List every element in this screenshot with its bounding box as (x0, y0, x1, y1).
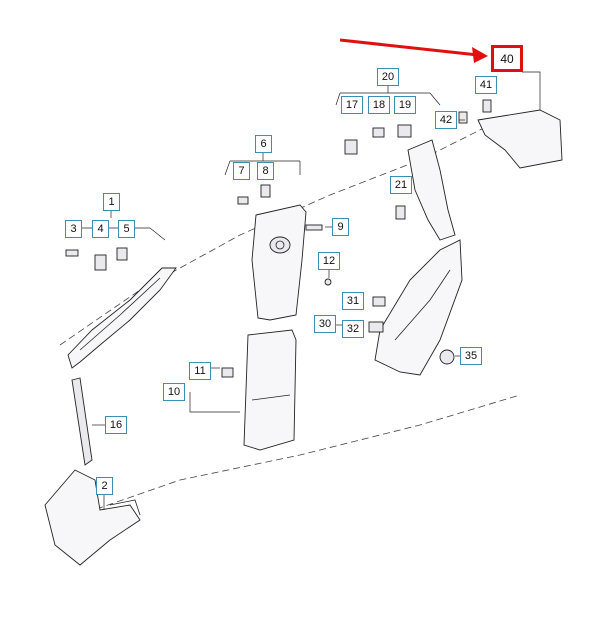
leader-6 (224, 153, 301, 176)
clip-41 (482, 99, 492, 113)
callout-30[interactable]: 30 (314, 315, 336, 333)
leader-1 (70, 211, 166, 241)
part-b-pillar-upper-trim (251, 204, 307, 321)
callout-21[interactable]: 21 (390, 176, 412, 194)
leader-10 (189, 392, 240, 413)
callout-2[interactable]: 2 (96, 477, 113, 495)
clip-9 (305, 224, 323, 231)
clip-17 (344, 139, 358, 155)
callout-5[interactable]: 5 (118, 220, 135, 238)
callout-17[interactable]: 17 (341, 96, 363, 114)
callout-42[interactable]: 42 (435, 111, 457, 129)
part-c-pillar-trim (407, 139, 456, 241)
callout-11[interactable]: 11 (189, 362, 211, 380)
outline-bottom-dash (64, 394, 521, 521)
clip-32 (368, 321, 384, 333)
callout-3[interactable]: 3 (65, 220, 82, 238)
leader-20 (335, 86, 441, 106)
screw-12 (324, 278, 332, 286)
clip-5 (116, 247, 128, 261)
part-a-pillar-seal (71, 377, 93, 466)
callout-12[interactable]: 12 (318, 252, 340, 270)
callout-41[interactable]: 41 (475, 76, 497, 94)
clip-3 (65, 249, 79, 257)
clip-4 (94, 254, 107, 271)
part-seatbelt-guide (269, 236, 291, 254)
callout-6[interactable]: 6 (255, 135, 272, 153)
callout-40-highlighted[interactable]: 40 (491, 45, 523, 72)
clip-42 (458, 111, 468, 124)
callout-10[interactable]: 10 (163, 383, 185, 401)
callout-16[interactable]: 16 (105, 416, 127, 434)
callout-31[interactable]: 31 (342, 292, 364, 310)
callout-18[interactable]: 18 (368, 96, 390, 114)
part-a-pillar-trim (67, 267, 177, 369)
clip-7 (237, 196, 249, 205)
callout-9[interactable]: 9 (332, 218, 349, 236)
highlight-arrow-head (472, 47, 488, 63)
callout-4[interactable]: 4 (92, 220, 109, 238)
part-lower-kick-panel (44, 469, 141, 566)
clip-8 (260, 184, 271, 198)
callout-19[interactable]: 19 (394, 96, 416, 114)
clip-11 (221, 367, 234, 378)
leader-40 (522, 71, 541, 110)
callout-8[interactable]: 8 (257, 162, 274, 180)
highlight-arrow (339, 38, 479, 57)
part-rear-side-panel (374, 239, 463, 376)
callout-1[interactable]: 1 (103, 193, 120, 211)
callout-35[interactable]: 35 (460, 347, 482, 365)
part-40-corner-trim (477, 109, 563, 169)
clip-19 (397, 124, 412, 138)
clip-18 (372, 127, 385, 138)
clip-21 (395, 205, 406, 220)
callout-7[interactable]: 7 (233, 162, 250, 180)
clip-31 (372, 296, 386, 307)
callout-20[interactable]: 20 (377, 68, 399, 86)
part-b-pillar-lower-trim (243, 329, 297, 451)
grommet-35 (439, 349, 455, 365)
callout-32[interactable]: 32 (342, 320, 364, 338)
